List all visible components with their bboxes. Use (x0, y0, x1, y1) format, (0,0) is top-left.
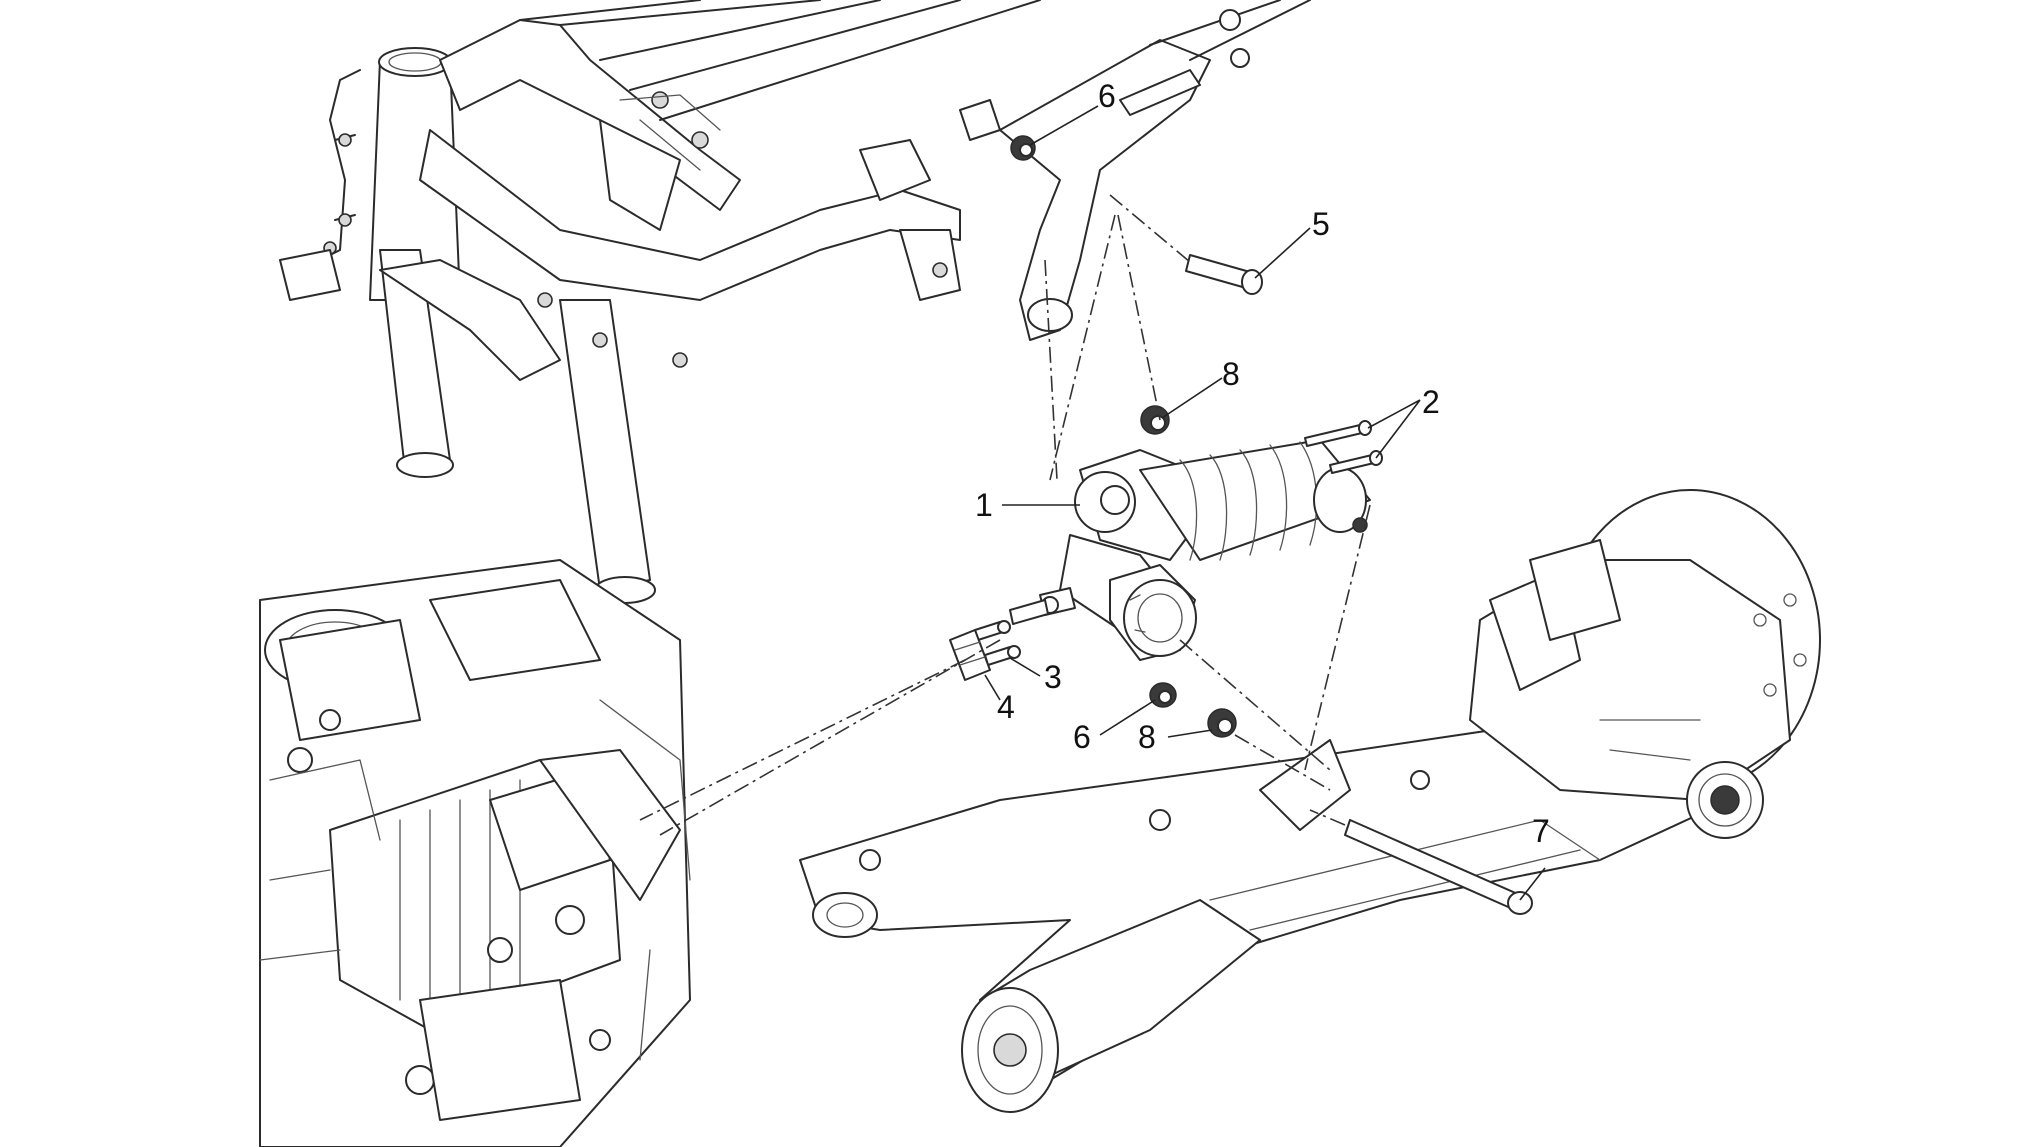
callout-6-lower: 6 (1073, 719, 1091, 755)
shock-absorber (1009, 439, 1371, 661)
callout-4: 4 (997, 689, 1015, 725)
callout-labels: 6 5 8 2 1 3 4 6 8 7 (975, 78, 1550, 849)
swingarm (799, 489, 1821, 1113)
leader-lines (984, 105, 1546, 901)
callout-2: 2 (1422, 384, 1440, 420)
bracket-4 (949, 629, 991, 681)
callout-3: 3 (1044, 659, 1062, 695)
callout-1: 1 (975, 487, 993, 523)
callout-5: 5 (1312, 206, 1330, 242)
callout-7: 7 (1532, 813, 1550, 849)
hardware-parts (949, 135, 1533, 915)
bolt-2-b (1329, 454, 1375, 474)
callout-8-upper: 8 (1222, 356, 1240, 392)
callout-8-lower: 8 (1138, 719, 1156, 755)
assembly-lines (639, 194, 1371, 836)
callout-6-upper: 6 (1098, 78, 1116, 114)
engine-block (259, 559, 691, 1147)
bolt-5 (1185, 254, 1251, 289)
motorcycle-frame (279, 0, 1311, 604)
bolt-2-a (1304, 424, 1363, 447)
